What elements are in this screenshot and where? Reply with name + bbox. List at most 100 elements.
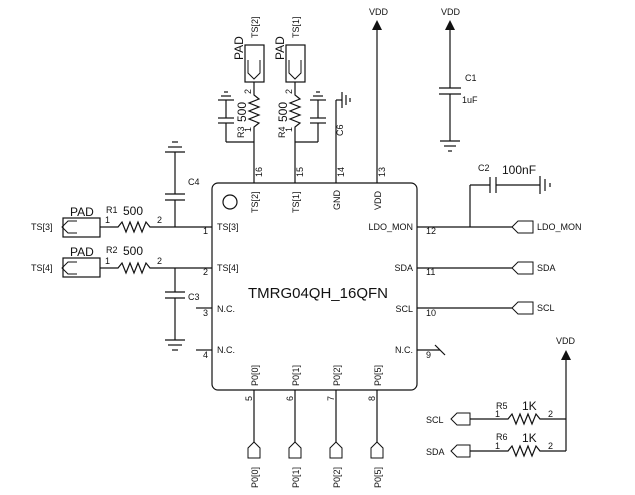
pin-6-label: P0[1] <box>291 365 301 386</box>
pin-15-number: 15 <box>295 167 305 177</box>
r6-value: 1K <box>522 431 537 445</box>
pin-3-number: 3 <box>203 308 208 318</box>
resistor-r6: R6 1K 1 2 <box>495 431 566 458</box>
pin-4-number: 4 <box>203 350 208 360</box>
port-sda-out: SDA <box>511 261 556 275</box>
pin-16-number: 16 <box>254 167 264 177</box>
pad-ts3-label: PAD <box>70 205 94 219</box>
port-p0-2: P0[2] <box>329 441 343 488</box>
pin-9-label: N.C. <box>395 345 413 355</box>
pin-7-label: P0[2] <box>332 365 342 386</box>
r4-ref: R4 <box>277 126 287 138</box>
capacitor-near-r3 <box>218 91 254 143</box>
port-ts3-label: TS[3] <box>31 222 53 232</box>
resistor-r4: R4 500 2 1 <box>276 89 302 152</box>
capacitor-c2: C2 100nF <box>469 163 551 227</box>
pin-1-number: 1 <box>203 226 208 236</box>
pin-5-label: P0[0] <box>250 365 260 386</box>
pin-12-label: LDO_MON <box>368 222 413 232</box>
pin-1-label: TS[3] <box>217 222 239 232</box>
r4-value: 500 <box>276 102 290 122</box>
pin-11-number: 11 <box>426 267 435 277</box>
c1-ref: C1 <box>465 73 477 83</box>
vdd-symbol-pullup: VDD <box>556 336 576 451</box>
port-scl-label: SCL <box>537 303 555 313</box>
port-p0-0-label: P0[0] <box>250 467 260 488</box>
pad-ts4-label: PAD <box>70 245 94 259</box>
r6-ref: R6 <box>496 432 508 442</box>
pin-14-number: 14 <box>336 167 346 177</box>
r3-pin1: 1 <box>243 127 253 132</box>
pin-3-label: N.C. <box>217 304 235 314</box>
pin-13-number: 13 <box>377 167 387 177</box>
pad-ts1-group: PAD TS[1] <box>273 16 306 90</box>
port-sda-in-label: SDA <box>426 447 445 457</box>
c6-ref: C6 <box>335 124 345 136</box>
port-ldo-mon: LDO_MON <box>511 220 582 234</box>
port-p0-1: P0[1] <box>288 441 302 488</box>
port-p0-2-label: P0[2] <box>332 467 342 488</box>
pin-7-number: 7 <box>326 396 336 401</box>
pin-2-label: TS[4] <box>217 263 239 273</box>
r4-pin2: 2 <box>284 89 294 94</box>
pin-8-number: 8 <box>367 396 377 401</box>
r1-pin1: 1 <box>105 215 110 225</box>
vdd-label-c1: VDD <box>441 7 461 17</box>
r1-pin2: 2 <box>157 215 162 225</box>
capacitor-c1: VDD C1 1uF <box>439 7 478 152</box>
pin-5-number: 5 <box>244 396 254 401</box>
r5-ref: R5 <box>496 401 508 411</box>
capacitor-c4: C4 <box>165 141 200 227</box>
pin-15-label: TS[1] <box>291 191 301 213</box>
pin-11-label: SDA <box>394 263 413 273</box>
capacitor-c6: C6 <box>295 91 345 143</box>
c2-ref: C2 <box>478 163 490 173</box>
r2-value: 500 <box>123 244 143 258</box>
port-ts2-label: TS[2] <box>250 16 260 38</box>
c3-ref: C3 <box>188 292 200 302</box>
port-p0-5: P0[5] <box>370 441 384 488</box>
port-scl-in: SCL <box>426 412 500 426</box>
pad-ts4-group: PAD TS[4] <box>31 245 110 278</box>
pin-4-label: N.C. <box>217 345 235 355</box>
vdd-symbol-pin13: VDD <box>369 7 389 30</box>
port-sda-label: SDA <box>537 263 556 273</box>
r6-pin1: 1 <box>495 441 500 451</box>
r5-pin2: 2 <box>548 409 553 419</box>
r2-pin1: 1 <box>105 256 110 266</box>
c2-value: 100nF <box>502 163 536 177</box>
port-scl-out: SCL <box>511 301 555 315</box>
r6-pin2: 2 <box>548 441 553 451</box>
pin-16-label: TS[2] <box>250 191 260 213</box>
c1-value: 1uF <box>462 95 478 105</box>
pin-10-label: SCL <box>395 304 413 314</box>
r4-pin1: 1 <box>284 127 294 132</box>
ground-gnd-pin <box>335 92 351 160</box>
port-ldo-mon-label: LDO_MON <box>537 222 582 232</box>
pad-ts1-label: PAD <box>273 36 287 60</box>
pin-6-number: 6 <box>285 396 295 401</box>
r2-pin2: 2 <box>157 256 162 266</box>
r1-ref: R1 <box>106 205 118 215</box>
r3-pin2: 2 <box>243 89 253 94</box>
port-scl-in-label: SCL <box>426 415 444 425</box>
nc-pin9-x <box>434 344 446 356</box>
pin-8-label: P0[5] <box>373 365 383 386</box>
pin-10-number: 10 <box>426 308 436 318</box>
chip-ic: TMRG04QH_16QFN 1 2 3 4 TS[3] TS[4] N.C. … <box>172 30 512 442</box>
capacitor-c3: C3 <box>165 268 200 351</box>
pad-ts2-group: PAD TS[2] <box>232 16 265 90</box>
resistor-r1: R1 500 1 2 <box>105 204 172 234</box>
pin-12-number: 12 <box>426 226 436 236</box>
r5-pin1: 1 <box>495 409 500 419</box>
chip-name: TMRG04QH_16QFN <box>248 285 388 302</box>
pad-ts2-label: PAD <box>232 36 246 60</box>
pin-14-label: GND <box>332 190 342 211</box>
r2-ref: R2 <box>106 245 118 255</box>
c4-ref: C4 <box>188 177 200 187</box>
port-p0-5-label: P0[5] <box>373 467 383 488</box>
r3-ref: R3 <box>236 126 246 138</box>
port-p0-0: P0[0] <box>247 441 261 488</box>
port-p0-1-label: P0[1] <box>291 467 301 488</box>
